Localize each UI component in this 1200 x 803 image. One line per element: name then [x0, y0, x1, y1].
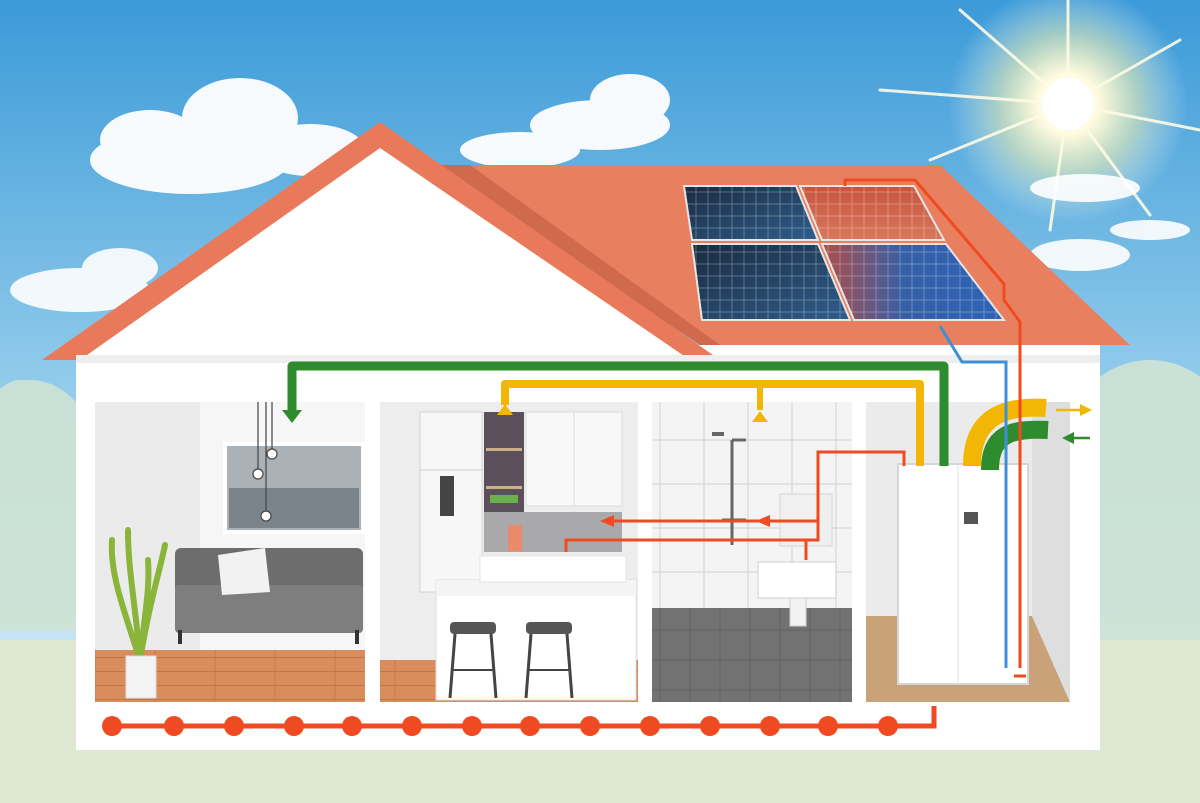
sink-icon — [758, 562, 836, 598]
kitchen-island — [436, 580, 636, 700]
bathroom — [652, 402, 852, 702]
heat-pump-unit — [898, 464, 1028, 684]
kitchen — [380, 402, 638, 702]
living-room — [95, 402, 365, 702]
sofa-icon — [175, 548, 363, 644]
